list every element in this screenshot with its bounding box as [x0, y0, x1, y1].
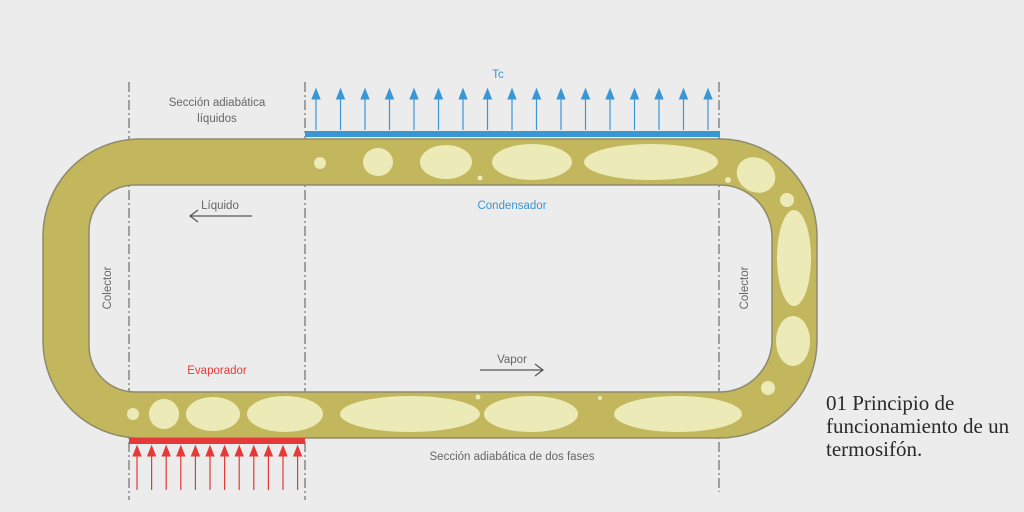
vapor-flow-arrow [480, 363, 544, 377]
heat-arrow-head [360, 87, 370, 100]
vapor-label: Vapor [497, 354, 527, 366]
bubble [420, 145, 472, 179]
heat-arrow-head [482, 87, 493, 100]
heat-arrow-head [161, 444, 171, 457]
adiabatic-liquids-label-line2: líquidos [197, 113, 237, 125]
tc-label: Tc [492, 69, 504, 81]
bubble [186, 397, 240, 431]
bubble [340, 396, 480, 432]
pipe-loop [42, 138, 818, 439]
collector-left-label: Colector [102, 266, 114, 309]
heat-arrow-head [580, 87, 591, 100]
liquid-flow-arrow [189, 209, 252, 223]
heat-arrow-head [176, 444, 186, 457]
adiabatic-two-phase-label: Sección adiabática de dos fases [430, 451, 595, 463]
bubble [584, 144, 718, 180]
evaporator-heat-arrows [132, 444, 303, 490]
caption-text: Principio de funcionamiento de un termos… [826, 391, 1010, 461]
heat-arrow-head [409, 87, 419, 100]
evaporator-bar [129, 438, 305, 444]
heat-arrow-head [263, 444, 274, 457]
condenser-bar [305, 131, 720, 137]
bubble [475, 394, 481, 400]
bubble [761, 381, 775, 395]
heat-arrow-head [292, 444, 303, 457]
bubble [777, 210, 811, 306]
heat-arrow-head [234, 444, 244, 457]
vapor-bubbles [127, 144, 811, 432]
adiabatic-liquids-label: Sección adiabática [169, 97, 266, 109]
condenser-label: Condensador [477, 200, 546, 212]
heat-arrow-head [678, 87, 689, 100]
liquid-label: Líquido [201, 200, 239, 212]
heat-arrow-head [384, 87, 395, 100]
heat-arrow-head [132, 444, 142, 457]
heat-arrow-head [703, 87, 713, 100]
heat-arrow-head [278, 444, 288, 457]
bubble [492, 144, 572, 180]
bubble [314, 157, 326, 169]
heat-arrow-head [146, 444, 157, 457]
bubble [149, 399, 179, 429]
heat-arrow-head [654, 87, 664, 100]
heat-arrow-head [531, 87, 542, 100]
bubble [363, 148, 393, 176]
bubble [776, 316, 810, 366]
heat-arrow-head [458, 87, 468, 100]
heat-arrow-head [205, 444, 215, 457]
heat-arrow-head [311, 87, 321, 100]
figure-caption: 01 Principio de funcionamiento de un ter… [826, 392, 1016, 461]
bubble [247, 396, 323, 432]
heat-arrow-head [556, 87, 566, 100]
condenser-heat-arrows [311, 87, 713, 130]
heat-arrow-head [629, 87, 640, 100]
bubble [127, 408, 139, 420]
heat-arrow-head [605, 87, 615, 100]
bubble [598, 396, 602, 400]
heat-arrow-head [190, 444, 201, 457]
bubble [736, 157, 776, 193]
heat-arrow-head [433, 87, 444, 100]
heat-arrow-head [335, 87, 346, 100]
bubble [780, 193, 794, 207]
bubble [725, 177, 731, 183]
evaporator-label: Evaporador [187, 365, 247, 377]
heat-arrow-head [507, 87, 517, 100]
bubble [614, 396, 742, 432]
caption-number: 01 [826, 391, 847, 415]
heat-arrow-head [249, 444, 259, 457]
collector-right-label: Colector [739, 266, 751, 309]
bubble [477, 175, 483, 181]
heat-arrow-head [219, 444, 230, 457]
bubble [484, 396, 578, 432]
